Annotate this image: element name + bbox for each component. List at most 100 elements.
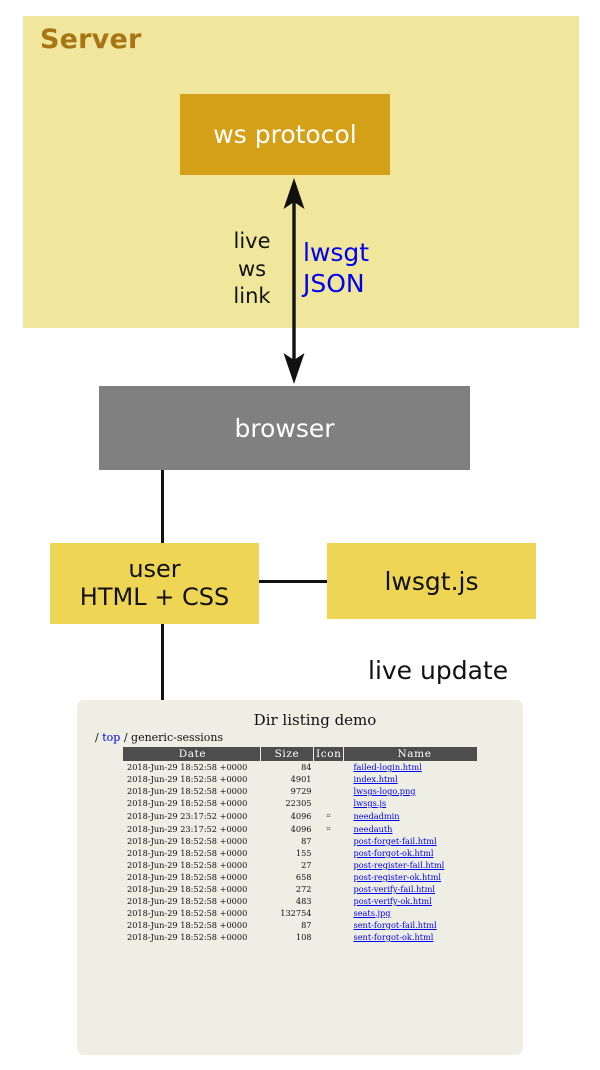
table-row: 2018-Jun-29 23:17:52 +0000 4096 ⌗ needauth <box>123 822 477 835</box>
breadcrumb-separator: / <box>123 731 128 744</box>
arrow-label-line-lwsgt: lwsgt <box>303 238 370 267</box>
file-link[interactable]: needadmin <box>353 810 400 821</box>
cell-size: 4096 <box>290 823 312 834</box>
file-link[interactable]: needauth <box>353 823 393 834</box>
cell-icon <box>314 847 344 859</box>
cell-date: 2018-Jun-29 18:52:58 +0000 <box>127 762 248 772</box>
cell-icon <box>314 883 344 895</box>
file-link[interactable]: sent-forgot-ok.html <box>353 932 434 942</box>
breadcrumb-current: generic-sessions <box>131 731 224 744</box>
cell-icon <box>314 773 344 785</box>
cell-icon: ⌗ <box>314 809 344 822</box>
column-header-size[interactable]: Size <box>260 747 314 761</box>
file-link[interactable]: post-register-fail.html <box>353 860 445 870</box>
live-update-caption: live update <box>368 656 509 685</box>
table-row: 2018-Jun-29 18:52:58 +0000 4901 index.html <box>123 773 477 785</box>
ws-protocol-node: ws protocol <box>180 94 390 175</box>
table-row: 2018-Jun-29 18:52:58 +0000 132754 seats.jp… <box>123 907 477 919</box>
file-link[interactable]: failed-login.html <box>353 762 422 772</box>
table-row: 2018-Jun-29 18:52:58 +0000 22305 lwsgs.js <box>123 797 477 809</box>
browser-node-label: browser <box>234 413 335 443</box>
user-html-css-node: user HTML + CSS <box>50 543 259 624</box>
column-header-date[interactable]: Date <box>123 747 261 761</box>
cell-name: lwsgs.js <box>344 797 478 809</box>
cell-name: post-register-fail.html <box>344 859 478 871</box>
cell-name: seats.jpg <box>344 907 478 919</box>
breadcrumb-leading-separator: / <box>95 731 99 744</box>
cell-name: needadmin <box>344 809 478 822</box>
connector-user-to-dir-listing <box>161 624 164 701</box>
cell-size: 9729 <box>290 786 312 796</box>
ws-protocol-node-label: ws protocol <box>213 120 357 149</box>
file-link[interactable]: post-forget-fail.html <box>353 836 437 846</box>
cell-name: post-forgot-ok.html <box>344 847 478 859</box>
cell-size: 87 <box>301 920 312 930</box>
arrow-label-line-live: live <box>233 229 271 253</box>
cell-name: post-register-ok.html <box>344 871 478 883</box>
file-link[interactable]: post-register-ok.html <box>353 872 442 882</box>
cell-name: post-verify-ok.html <box>344 895 478 907</box>
cell-icon <box>314 871 344 883</box>
cell-icon <box>314 919 344 931</box>
cell-date: 2018-Jun-29 18:52:58 +0000 <box>127 774 248 784</box>
breadcrumb: / top / generic-sessions <box>77 730 523 746</box>
cell-date: 2018-Jun-29 18:52:58 +0000 <box>127 884 248 894</box>
cell-icon <box>314 859 344 871</box>
cell-size: 4901 <box>290 774 312 784</box>
cell-size: 108 <box>295 932 312 942</box>
lwsgtjs-node-label: lwsgt.js <box>384 566 479 596</box>
user-node-label-line1: user <box>128 554 181 583</box>
file-link[interactable]: seats.jpg <box>353 908 391 918</box>
cell-icon <box>314 761 344 773</box>
dir-listing-panel: Dir listing demo / top / generic-session… <box>77 700 523 1055</box>
cell-name: post-forget-fail.html <box>344 835 478 847</box>
cell-size: 272 <box>295 884 312 894</box>
cell-icon <box>314 931 344 943</box>
file-link[interactable]: index.html <box>353 774 398 784</box>
file-link[interactable]: post-forgot-ok.html <box>353 848 434 858</box>
cell-date: 2018-Jun-29 18:52:58 +0000 <box>127 798 248 808</box>
cell-date: 2018-Jun-29 18:52:58 +0000 <box>127 932 248 942</box>
folder-icon: ⌗ <box>326 825 331 833</box>
cell-date: 2018-Jun-29 23:17:52 +0000 <box>127 823 248 834</box>
cell-date: 2018-Jun-29 23:17:52 +0000 <box>127 810 248 821</box>
file-link[interactable]: lwsgs-logo.png <box>353 786 416 796</box>
table-row: 2018-Jun-29 18:52:58 +0000 9729 lwsgs-logo… <box>123 785 477 797</box>
cell-size: 22305 <box>285 798 312 808</box>
live-ws-link-arrow <box>283 178 305 384</box>
cell-icon <box>314 907 344 919</box>
dir-listing-table: Date Size Icon Name 2018-Jun-29 18:52:58… <box>123 747 477 943</box>
cell-size: 4096 <box>290 810 312 821</box>
user-node-label-line2: HTML + CSS <box>79 582 230 611</box>
cell-date: 2018-Jun-29 18:52:58 +0000 <box>127 920 248 930</box>
table-header-row: Date Size Icon Name <box>123 747 477 761</box>
cell-date: 2018-Jun-29 18:52:58 +0000 <box>127 836 248 846</box>
cell-date: 2018-Jun-29 18:52:58 +0000 <box>127 908 248 918</box>
table-row: 2018-Jun-29 23:17:52 +0000 4096⌗ needadmin <box>123 809 477 822</box>
column-header-name[interactable]: Name <box>343 747 477 761</box>
cell-date: 2018-Jun-29 18:52:58 +0000 <box>127 896 248 906</box>
cell-date: 2018-Jun-29 18:52:58 +0000 <box>127 848 248 858</box>
cell-size: 132754 <box>280 908 312 918</box>
cell-name: failed-login.html <box>344 761 478 773</box>
file-link[interactable]: post-verify-ok.html <box>353 896 432 906</box>
cell-icon <box>314 895 344 907</box>
cell-icon <box>314 797 344 809</box>
breadcrumb-link-top[interactable]: top <box>102 731 121 744</box>
cell-date: 2018-Jun-29 18:52:58 +0000 <box>127 872 248 882</box>
live-ws-link-label: live ws link <box>226 228 278 311</box>
cell-name: lwsgs-logo.png <box>344 785 478 797</box>
file-link[interactable]: lwsgs.js <box>353 798 387 808</box>
column-header-icon[interactable]: Icon <box>313 747 344 761</box>
arrow-label-line-link: link <box>233 284 271 309</box>
file-link[interactable]: sent-forgot-fail.html <box>353 920 437 930</box>
file-link[interactable]: post-verify-fail.html <box>353 884 436 894</box>
cell-date: 2018-Jun-29 18:52:58 +0000 <box>127 786 248 796</box>
cell-name: index.html <box>344 773 478 785</box>
cell-icon: ⌗ <box>314 822 344 835</box>
